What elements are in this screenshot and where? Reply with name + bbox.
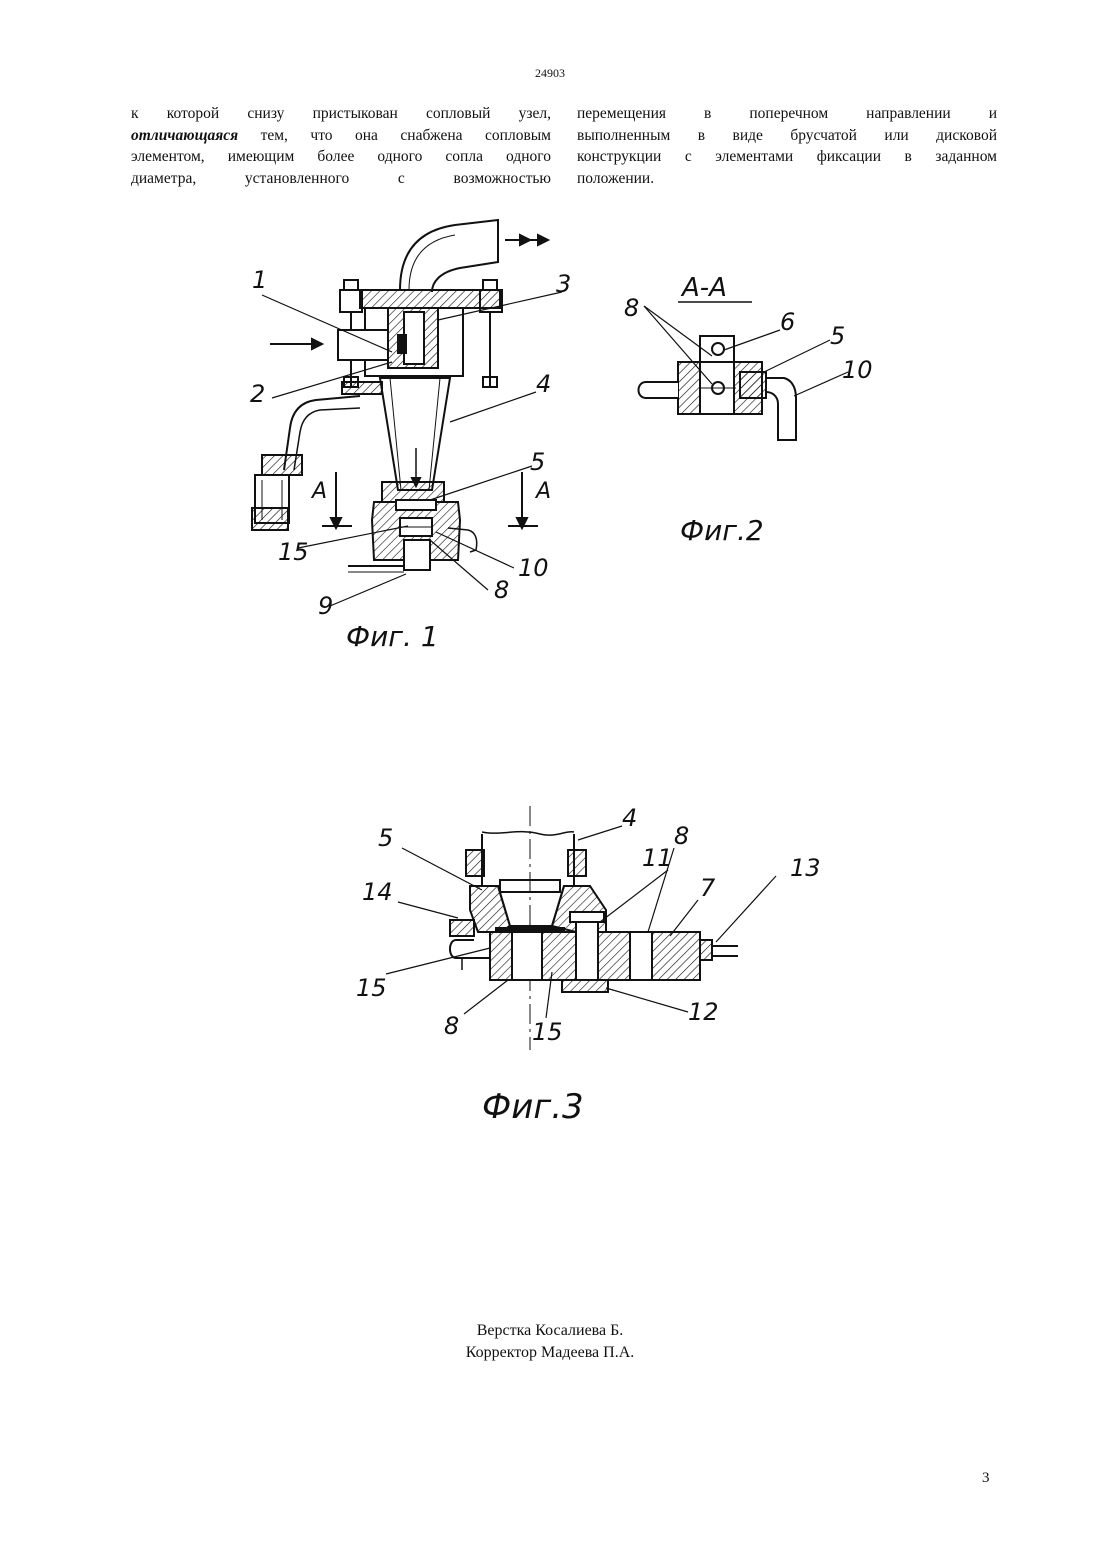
callout-4: 4: [622, 804, 637, 832]
callout-1: 1: [252, 266, 267, 294]
page-number: 3: [982, 1470, 990, 1487]
callout-6: 6: [780, 308, 795, 336]
figure-2-drawing: [639, 302, 849, 440]
callout-8: 8: [494, 576, 509, 604]
callout-10: 10: [842, 356, 873, 384]
callout-3: 3: [556, 270, 571, 298]
callout-8: 8: [624, 294, 639, 322]
callout-2: 2: [250, 380, 265, 408]
callout-13: 13: [790, 854, 821, 882]
callout-8-bottom: 8: [444, 1012, 459, 1040]
callout-5: 5: [530, 448, 545, 476]
figure-2-caption: Фиг.2: [680, 514, 764, 547]
callout-7: 7: [700, 874, 716, 902]
proofreader-credit: Корректор Мадеева П.А.: [0, 1342, 1100, 1364]
section-mark-left: А: [310, 479, 327, 504]
callout-14: 14: [362, 878, 393, 906]
callout-5: 5: [830, 322, 845, 350]
figure-1-caption: Фиг. 1: [346, 620, 439, 653]
callout-15: 15: [278, 538, 309, 566]
callout-5: 5: [378, 824, 393, 852]
callout-11: 11: [642, 844, 673, 872]
callout-4: 4: [536, 370, 551, 398]
callout-15-left: 15: [356, 974, 387, 1002]
callout-15-bottom: 15: [532, 1018, 563, 1046]
credits-block: Верстка Косалиева Б. Корректор Мадеева П…: [0, 1320, 1100, 1364]
layout-credit: Верстка Косалиева Б.: [0, 1320, 1100, 1342]
section-mark-right: А: [534, 479, 551, 504]
callout-8-top: 8: [674, 822, 689, 850]
figure-3-caption: Фиг.3: [482, 1087, 584, 1127]
callout-9: 9: [318, 592, 333, 620]
callout-12: 12: [688, 998, 719, 1026]
callout-10: 10: [518, 554, 549, 582]
section-title: А-А: [680, 273, 727, 303]
